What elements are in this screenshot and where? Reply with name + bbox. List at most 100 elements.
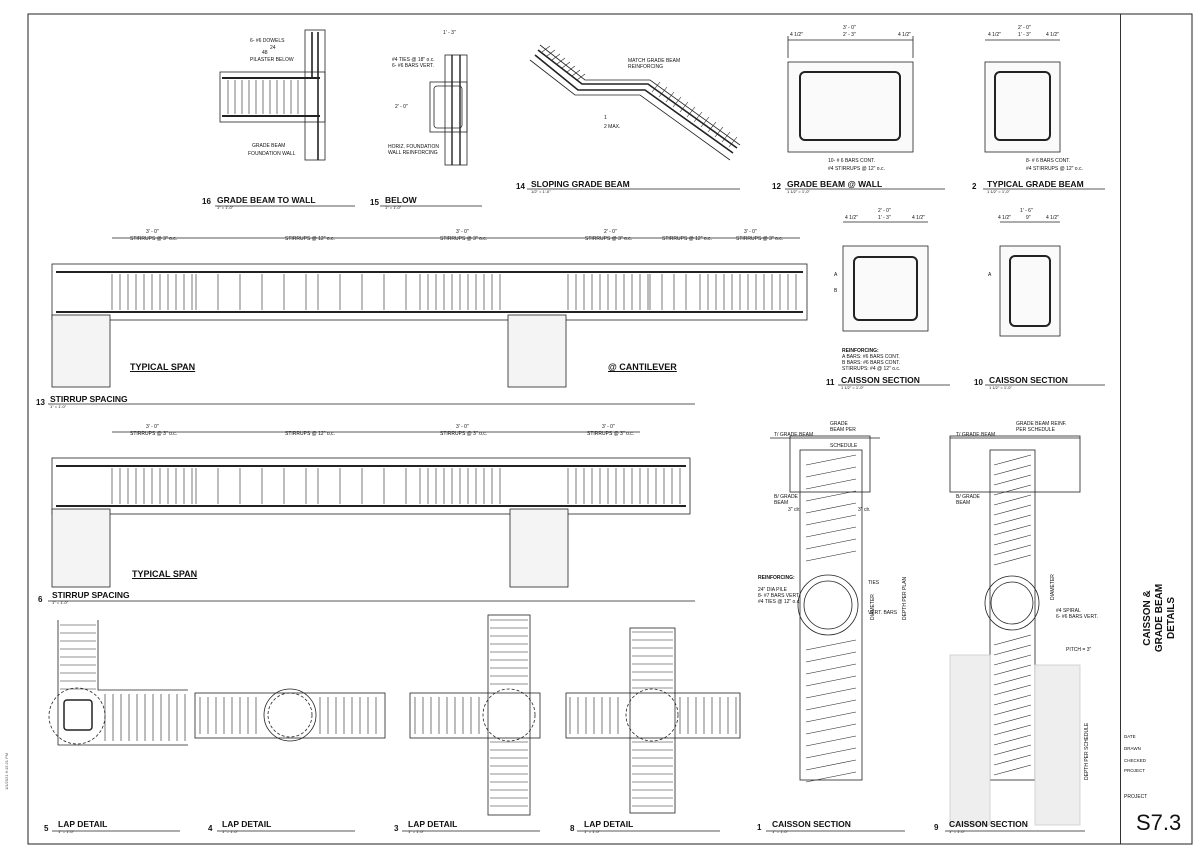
d13-stirrup: STIRRUPS @ 12" o.c. (285, 236, 335, 242)
detail-10-number: 10 (974, 378, 983, 387)
d13-label-typical-span: TYPICAL SPAN (130, 362, 196, 372)
d13-stirrup: STIRRUPS @ 3" o.c. (440, 236, 488, 242)
d1-note: REINFORCING: (758, 575, 795, 581)
detail-2-scale: 1 1/2" = 1'-0" (987, 189, 1010, 194)
rebar-line (993, 674, 1032, 686)
detail-8-drawing (565, 627, 741, 814)
rebar-line (805, 490, 857, 502)
d16-note: 48 (262, 50, 268, 56)
rebar-line (721, 131, 731, 143)
rebar-line (805, 771, 857, 783)
detail-14-title: SLOPING GRADE BEAM (531, 179, 630, 189)
d9-note: GRADE BEAM REINF. (1016, 421, 1067, 427)
detail-11-number: 11 (826, 378, 835, 387)
rebar-line (805, 478, 857, 490)
d9-note: DIAMETER (1050, 574, 1056, 600)
rebar-line (805, 514, 857, 526)
d12-note: 10- # 6 BARS CONT. (828, 158, 875, 164)
d12-note: 3' - 0" (843, 25, 856, 31)
d9-note: B/ GRADE (956, 494, 980, 500)
rebar-line (805, 735, 857, 747)
detail-15-scale: 1" = 1'-0" (385, 205, 402, 210)
detail-3-title: LAP DETAIL (408, 819, 458, 829)
d10-note: 1' - 6" (1020, 208, 1033, 214)
d1-note: 24" DIA PILE (758, 587, 788, 593)
detail-12-drawing (787, 36, 914, 153)
rebar-line (805, 711, 857, 723)
rebar-line (993, 654, 1032, 666)
detail-8-number: 8 (570, 824, 575, 833)
detail-13-scale: 1" = 1'-0" (50, 404, 67, 409)
d13-stirrup: STIRRUPS @ 3" o.c. (130, 236, 178, 242)
d11-note: 1' - 3" (878, 215, 891, 221)
rebar-line (651, 81, 661, 93)
rebar-line (993, 504, 1032, 516)
detail-8-scale: 1" = 1'-0" (584, 829, 601, 834)
detail-6-title: STIRRUP SPACING (52, 590, 130, 600)
d16-note: 24 (270, 45, 276, 51)
d2-note: 8- # 6 BARS CONT. (1026, 158, 1071, 164)
d13-label-cantilever: @ CANTILEVER (608, 362, 677, 372)
rebar-line (993, 494, 1032, 506)
detail-13-title: STIRRUP SPACING (50, 394, 128, 404)
d13-stirrup: STIRRUPS @ 3" o.c. (736, 236, 784, 242)
detail-1-title: CAISSON SECTION (772, 819, 851, 829)
d11-note: STIRRUPS: #4 @ 12" o.c. (842, 366, 901, 372)
d9-note: DEPTH PER SCHEDULE (1084, 722, 1090, 780)
detail-14-scale: 1/2" = 1'-0" (531, 189, 551, 194)
rebar-line (805, 687, 857, 699)
rebar-line (805, 526, 857, 538)
tb-field-date: DATE (1124, 734, 1136, 739)
rebar-line (714, 126, 724, 138)
detail-14-number: 14 (516, 182, 525, 191)
d13-stirrup: STIRRUPS @ 12" o.c. (662, 236, 712, 242)
sheet-number: S7.3 (1136, 810, 1182, 835)
d16-note: GRADE BEAM (252, 143, 286, 149)
d2-note: 4 1/2" (988, 32, 1001, 38)
d14-note: 1 (604, 115, 607, 121)
title-block (1120, 14, 1193, 844)
d14-note: 2 MAX. (604, 124, 621, 130)
detail-13-number: 13 (36, 398, 45, 407)
detail-5-title: LAP DETAIL (58, 819, 108, 829)
rebar-line (993, 754, 1032, 766)
d6-stirrup: STIRRUPS @ 12" o.c. (285, 431, 335, 437)
d1-note: DIAMETER (870, 594, 876, 620)
d2-note: 1' - 3" (1018, 32, 1031, 38)
detail-10-drawing (999, 221, 1061, 337)
d14-note: REINFORCING (628, 64, 663, 70)
detail-16-scale: 1" = 1'-0" (217, 205, 234, 210)
d9-note: T/ GRADE BEAM (956, 432, 996, 438)
d2-note: 2' - 0" (1018, 25, 1031, 31)
d1-note: DEPTH PER PLAN (902, 576, 908, 620)
rebar-line (679, 101, 689, 113)
rebar-line (993, 734, 1032, 746)
d15-note: 2' - 0" (395, 104, 408, 110)
detail-4-title: LAP DETAIL (222, 819, 272, 829)
rebar-line (805, 466, 857, 478)
d9-note: BEAM (956, 500, 971, 506)
detail-4-drawing (194, 688, 386, 742)
d13-span: 3' - 0" (744, 229, 757, 235)
d1-note: #4 TIES @ 12" o.c. (758, 599, 801, 605)
detail-3-number: 3 (394, 824, 399, 833)
d15-note: HORIZ. FOUNDATION (388, 144, 440, 150)
rebar-line (993, 644, 1032, 656)
detail-1-scale: 1" = 1'-0" (772, 829, 789, 834)
rebar-line (672, 96, 682, 108)
d6-label-typical-span: TYPICAL SPAN (132, 569, 198, 579)
rebar-line (805, 639, 857, 651)
d1-note: TIES (868, 580, 880, 586)
detail-3-drawing (409, 614, 541, 816)
rebar-line (686, 106, 696, 118)
rebar-line (993, 544, 1032, 556)
d1-note: VERT. BARS (868, 610, 898, 616)
detail-16-number: 16 (202, 197, 211, 206)
detail-10-scale: 1 1/2" = 1'-0" (989, 385, 1012, 390)
rebar-line (556, 57, 566, 65)
rebar-line (561, 61, 571, 69)
d11-note: 4 1/2" (845, 215, 858, 221)
rebar-line (546, 49, 556, 57)
tb-field-drawn: DRAWN (1124, 746, 1141, 751)
